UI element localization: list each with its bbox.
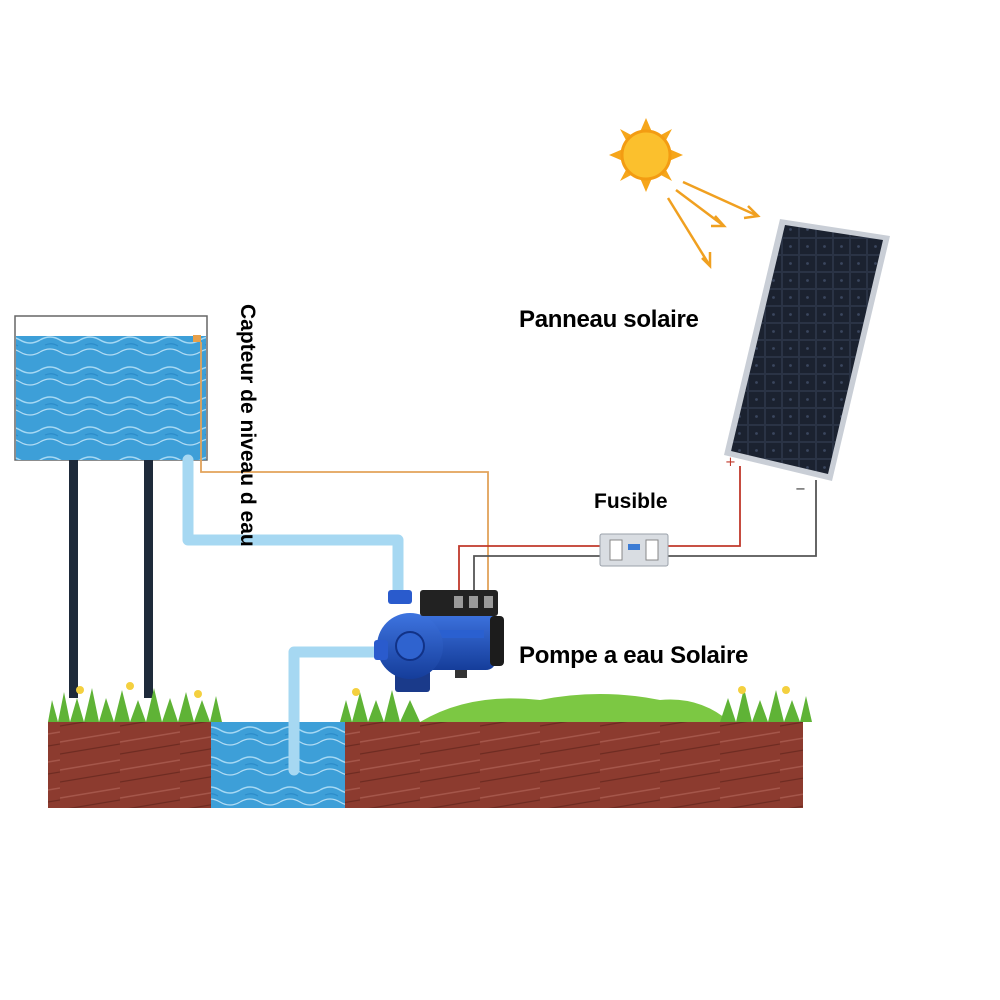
power-wires xyxy=(458,466,817,598)
water-tank xyxy=(14,315,208,461)
flower xyxy=(738,686,746,694)
sun-beams xyxy=(666,180,761,270)
tank-water xyxy=(16,336,206,460)
flower xyxy=(76,686,84,694)
positive-wire xyxy=(458,466,741,598)
sun xyxy=(609,118,761,270)
suction-pipe xyxy=(288,646,388,776)
flower xyxy=(126,682,134,690)
level-sensor-probe xyxy=(193,335,201,342)
tank-leg-left xyxy=(69,460,78,698)
soil-left xyxy=(48,722,211,808)
label-pump: Pompe a eau Solaire xyxy=(519,642,748,669)
soil-right xyxy=(345,722,803,808)
ground xyxy=(48,722,803,808)
pipes xyxy=(182,454,404,776)
label-fuse: Fusible xyxy=(594,490,668,513)
pump-inlet-flange xyxy=(388,590,412,604)
flower xyxy=(194,690,202,698)
grass-mound xyxy=(420,694,730,722)
positive-terminal-mark: + xyxy=(725,455,736,470)
solar-panel xyxy=(724,219,890,481)
flower xyxy=(352,688,360,696)
sensor-wire xyxy=(200,342,489,598)
fuse-led xyxy=(628,544,640,550)
pump xyxy=(374,590,504,692)
pump-motor-band xyxy=(432,630,484,638)
pump-impeller-center xyxy=(395,631,425,661)
pump-side-inlet xyxy=(374,640,388,660)
fuse-switch-a xyxy=(609,539,623,561)
flower xyxy=(782,686,790,694)
outlet-pipe xyxy=(182,454,404,600)
pump-terminal-3 xyxy=(484,596,493,608)
label-solar-panel: Panneau solaire xyxy=(519,306,699,333)
negative-wire xyxy=(473,480,817,598)
sun-disc xyxy=(620,129,672,181)
solar-panel-cells xyxy=(731,225,883,474)
pump-terminal-2 xyxy=(469,596,478,608)
fuse-switch-b xyxy=(645,539,659,561)
label-level-sensor: Capteur de niveau d eau xyxy=(236,304,259,547)
grass-left xyxy=(48,682,222,722)
pump-terminal-1 xyxy=(454,596,463,608)
negative-terminal-mark: − xyxy=(795,482,806,497)
pump-end-cap xyxy=(490,616,504,666)
tank-leg-right xyxy=(144,460,153,698)
grass-right xyxy=(340,686,812,722)
well-water xyxy=(211,722,345,808)
fuse xyxy=(599,533,669,567)
tank-legs xyxy=(69,460,153,698)
